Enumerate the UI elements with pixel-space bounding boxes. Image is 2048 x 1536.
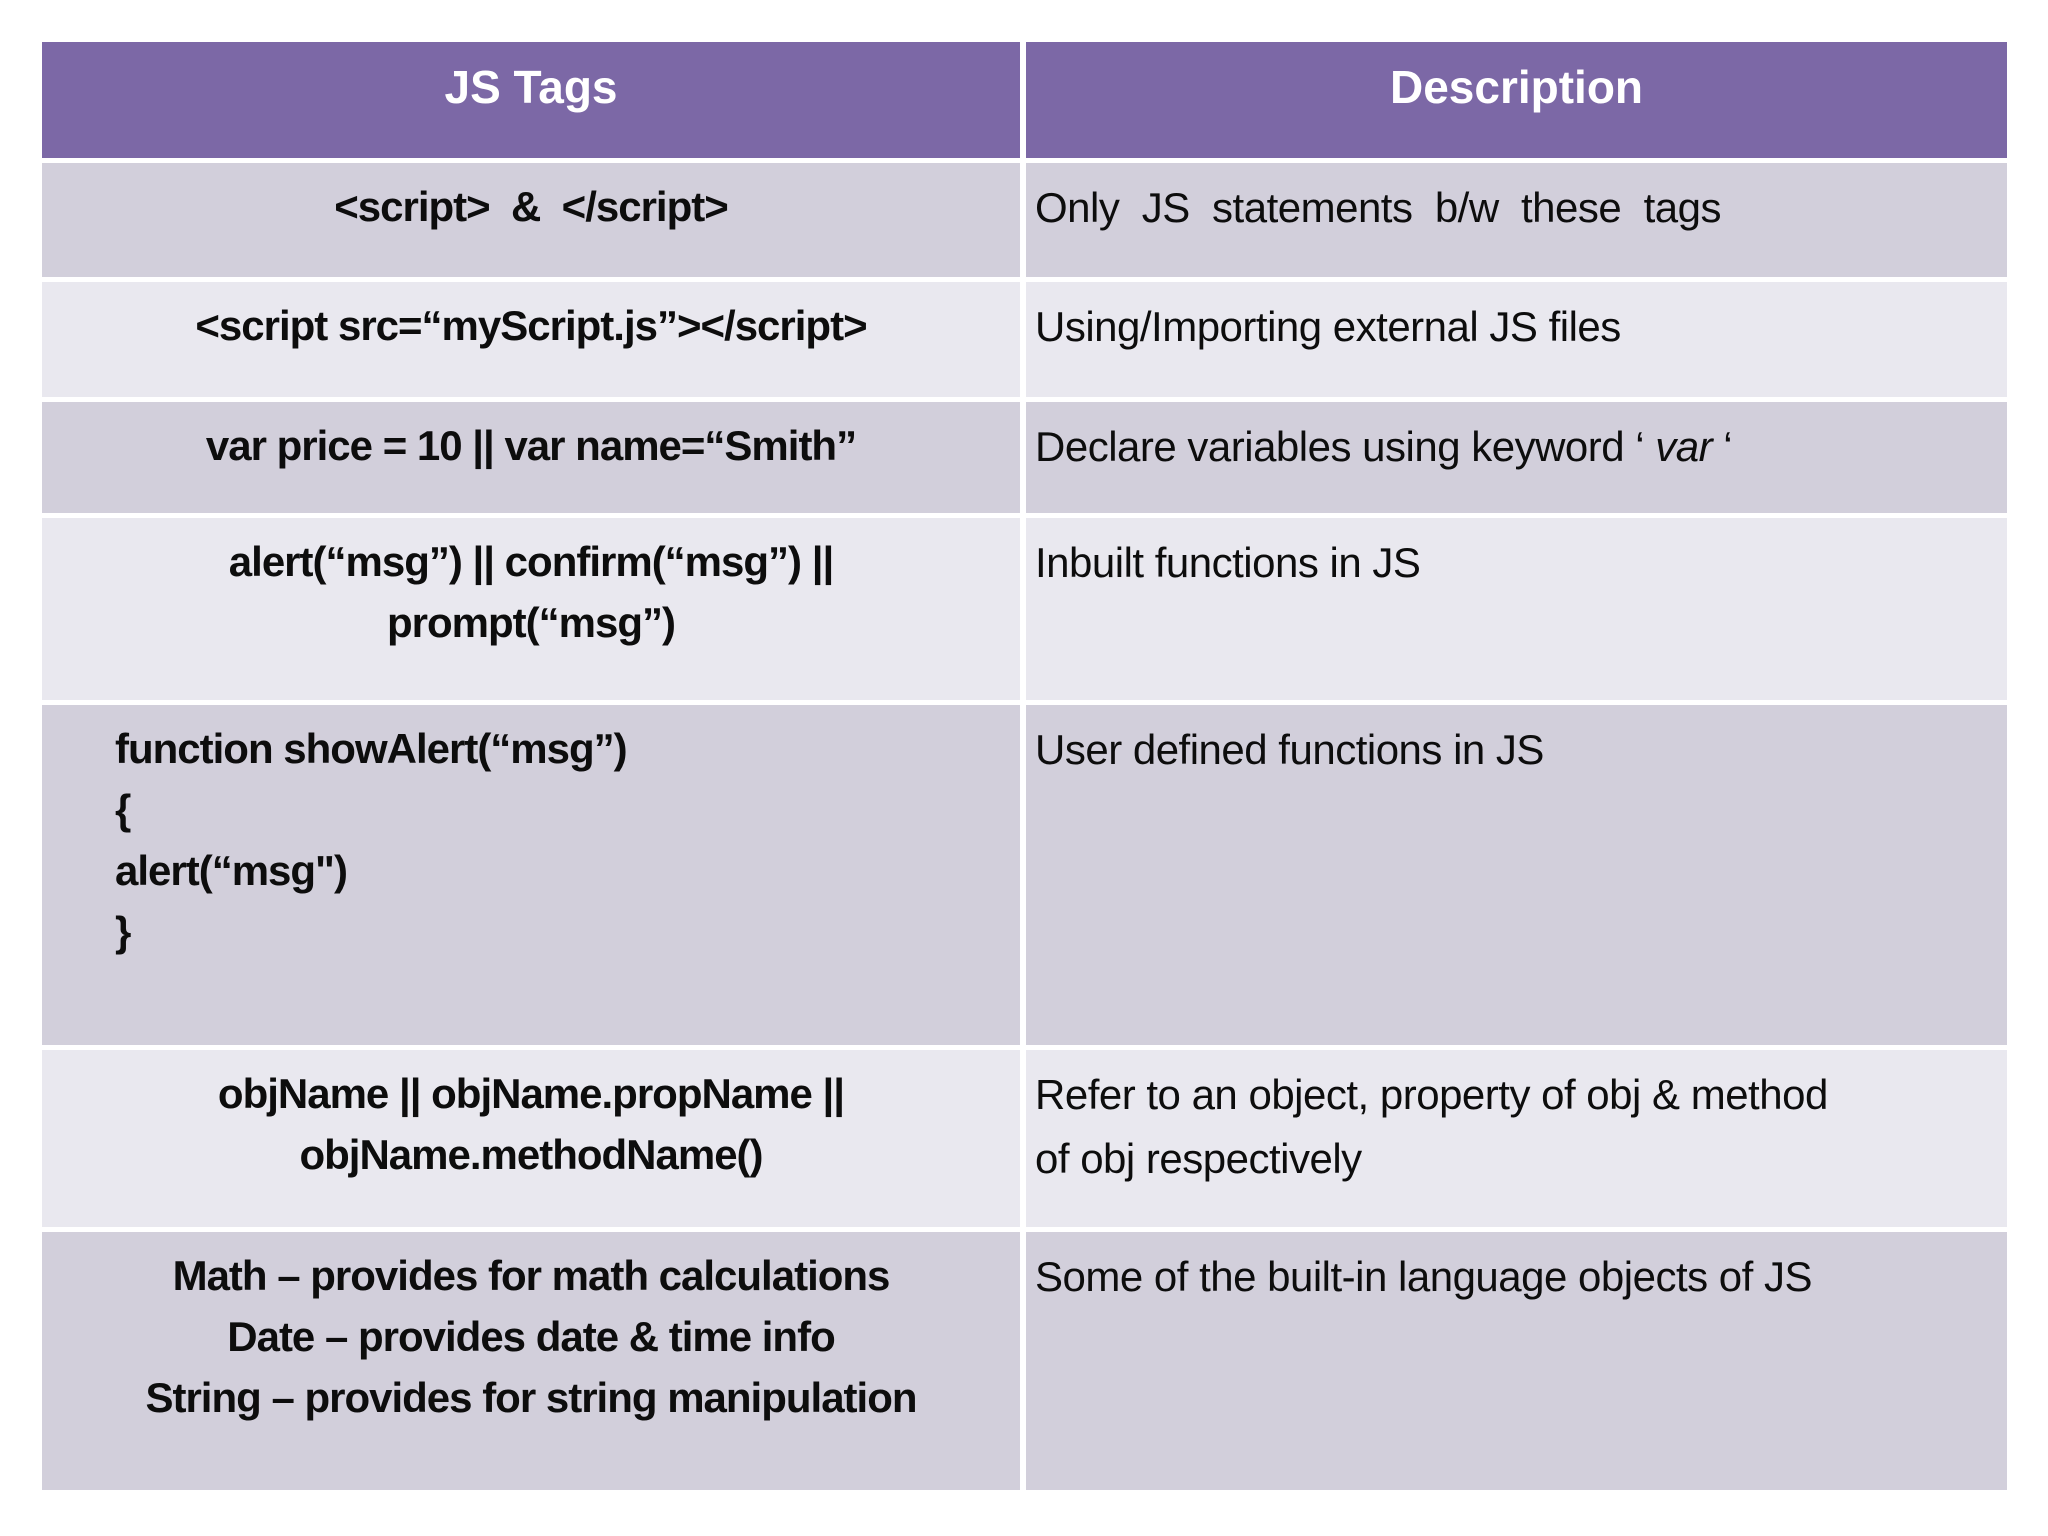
code-cell: objName || objName.propName || objName.me… bbox=[42, 1050, 1020, 1227]
js-tags-table: JS Tags Description <script> & </script>… bbox=[42, 42, 2007, 1490]
description-line: Using/Importing external JS files bbox=[1035, 303, 1621, 350]
description-line: Declare variables using keyword ‘ var ‘ bbox=[1035, 423, 1733, 470]
code-cell: alert(“msg”) || confirm(“msg”) || prompt(… bbox=[42, 518, 1020, 700]
description-line: Inbuilt functions in JS bbox=[1035, 539, 1421, 586]
code-cell: <script src=“myScript.js”></script> bbox=[42, 282, 1020, 397]
description-line: Only JS statements b/w these tags bbox=[1035, 184, 1721, 231]
description-line: of obj respectively bbox=[1035, 1135, 1362, 1182]
code-cell: function showAlert(“msg”) { alert(“msg")} bbox=[42, 705, 1020, 1045]
description-line: Some of the built-in language objects of… bbox=[1035, 1253, 1813, 1300]
code-line: var price = 10 || var name=“Smith” bbox=[205, 422, 857, 469]
description-cell: Some of the built-in language objects of… bbox=[1026, 1232, 2007, 1490]
description-cell: Using/Importing external JS files bbox=[1026, 282, 2007, 397]
code-line: <script src=“myScript.js”></script> bbox=[195, 302, 867, 349]
table-header-js-tags: JS Tags bbox=[42, 42, 1020, 158]
description-line: Refer to an object, property of obj & me… bbox=[1035, 1071, 1828, 1118]
code-line: alert(“msg”) || confirm(“msg”) || bbox=[228, 538, 834, 585]
description-cell: Only JS statements b/w these tags bbox=[1026, 163, 2007, 277]
description-line: User defined functions in JS bbox=[1035, 726, 1544, 773]
code-line: Math – provides for math calculations bbox=[172, 1252, 891, 1299]
table-header-description: Description bbox=[1026, 42, 2007, 158]
description-cell: Refer to an object, property of obj & me… bbox=[1026, 1050, 2007, 1227]
code-line: objName.methodName() bbox=[299, 1131, 763, 1178]
code-line: Date – provides date & time info bbox=[227, 1313, 835, 1360]
code-cell: var price = 10 || var name=“Smith” bbox=[42, 402, 1020, 513]
code-line: } bbox=[115, 908, 131, 955]
code-line: function showAlert(“msg”) bbox=[115, 725, 628, 772]
description-cell: Declare variables using keyword ‘ var ‘ bbox=[1026, 402, 2007, 513]
code-line: { bbox=[115, 786, 131, 833]
code-line: String – provides for string manipulatio… bbox=[145, 1374, 917, 1421]
description-cell: User defined functions in JS bbox=[1026, 705, 2007, 1045]
code-cell: <script> & </script> bbox=[42, 163, 1020, 277]
code-line: alert(“msg") bbox=[115, 847, 348, 894]
code-line: prompt(“msg”) bbox=[387, 599, 676, 646]
description-cell: Inbuilt functions in JS bbox=[1026, 518, 2007, 700]
code-line: objName || objName.propName || bbox=[217, 1070, 845, 1117]
code-line: <script> & </script> bbox=[334, 183, 729, 230]
